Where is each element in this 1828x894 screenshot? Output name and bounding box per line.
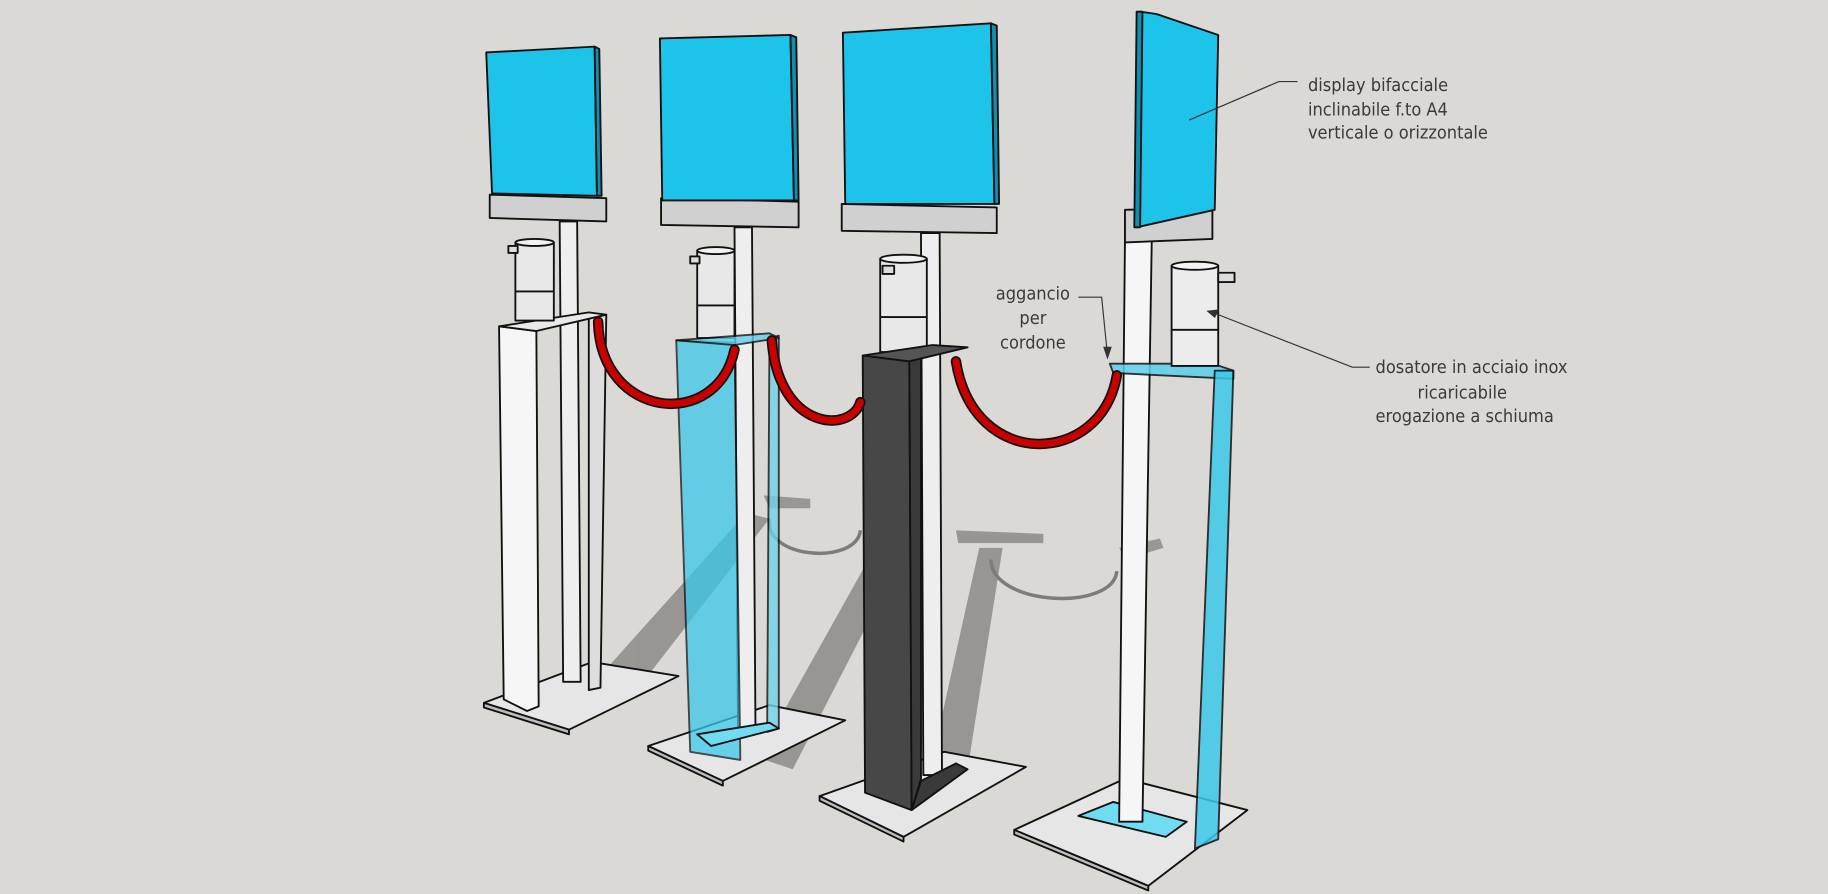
display-panel <box>485 45 598 197</box>
bracket <box>840 203 998 235</box>
label-line: per <box>1019 308 1046 329</box>
column-blue <box>1193 369 1235 850</box>
label-line: display bifacciale <box>1308 75 1448 96</box>
label-line: dosatore in acciaio inox <box>1376 357 1568 378</box>
label-dispenser: dosatore in acciaio inox ricaricabile er… <box>1376 357 1568 427</box>
display-panel <box>841 22 996 205</box>
stand-blue-2 <box>1013 10 1249 892</box>
label-line: ricaricabile <box>1418 383 1507 404</box>
leader-lines <box>1078 81 1370 368</box>
label-line: verticale o orizzontale <box>1308 123 1488 144</box>
pole <box>1118 238 1153 823</box>
column-black <box>861 354 913 812</box>
dispenser <box>689 246 736 339</box>
label-line: erogazione a schiuma <box>1376 406 1554 427</box>
label-line: cordone <box>1000 333 1066 354</box>
label-line: inclinabile f.to A4 <box>1308 99 1448 120</box>
bracket <box>488 193 608 223</box>
column-white <box>498 325 540 712</box>
rope-shadows <box>767 518 1119 601</box>
dispenser <box>507 238 555 322</box>
label-display: display bifacciale inclinabile f.to A4 v… <box>1308 75 1488 144</box>
stand-white <box>482 45 680 736</box>
ropes <box>592 316 1123 450</box>
label-line: aggancio <box>996 284 1070 305</box>
display-panel <box>1135 10 1220 229</box>
pole <box>558 220 582 683</box>
dispenser <box>1170 260 1236 367</box>
label-hook: aggancio per cordone <box>996 284 1070 354</box>
bracket <box>660 197 800 229</box>
dispenser <box>879 253 928 353</box>
display-panel <box>658 34 795 202</box>
stand-black <box>818 22 1027 843</box>
stand-blue-1 <box>647 34 847 787</box>
